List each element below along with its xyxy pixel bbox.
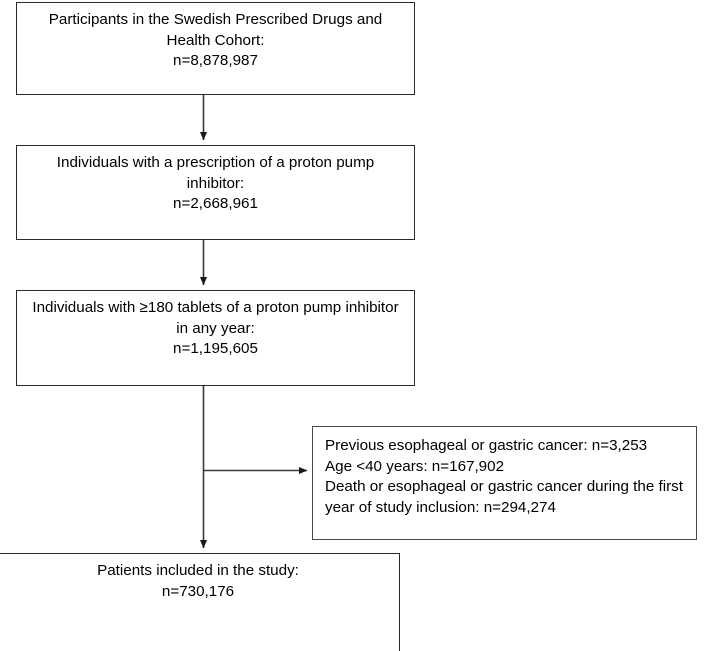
node-cohort: Participants in the Swedish Prescribed D… [16, 2, 415, 95]
node-ppi-prescription-label: Individuals with a prescription of a pro… [56, 154, 375, 213]
node-ppi-180-tablets-label: Individuals with ≥180 tablets of a proto… [32, 299, 399, 358]
node-exclusions-label: Previous esophageal or gastric cancer: n… [325, 437, 683, 517]
node-exclusions: Previous esophageal or gastric cancer: n… [312, 426, 697, 540]
node-included-label: Patients included in the study: n=730,17… [97, 562, 299, 600]
node-ppi-180-tablets: Individuals with ≥180 tablets of a proto… [16, 290, 415, 386]
node-included: Patients included in the study: n=730,17… [0, 553, 400, 651]
node-cohort-label: Participants in the Swedish Prescribed D… [48, 11, 383, 70]
node-ppi-prescription: Individuals with a prescription of a pro… [16, 145, 415, 240]
